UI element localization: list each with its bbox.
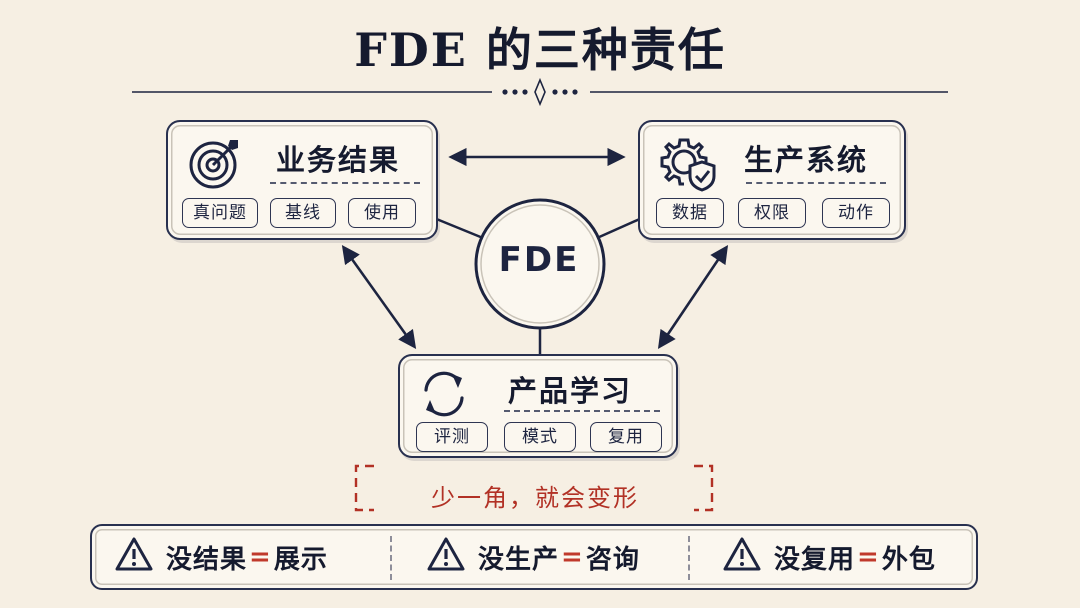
chip-baseline: 基线 [270, 198, 336, 228]
equals-sign: = [249, 542, 272, 572]
summary-outcome: 咨询 [585, 544, 640, 575]
card-production-system: 生产系统 数据 权限 动作 [638, 120, 906, 240]
fde-center-node [474, 198, 606, 330]
warning-icon [114, 536, 154, 579]
card-title-production: 生产系统 [744, 143, 869, 177]
summary-item-production: 没生产=咨询 [426, 526, 640, 588]
card-product-learning: 产品学习 评测 模式 复用 [398, 354, 678, 458]
page-title: FDE 的三种责任 [354, 23, 726, 77]
warning-icon [426, 536, 466, 579]
summary-separator [688, 536, 690, 580]
chip-evaluation: 评测 [416, 422, 488, 452]
chip-actions: 动作 [822, 198, 890, 228]
warning-brackets [354, 464, 714, 512]
warning-icon [722, 536, 762, 579]
summary-condition: 没复用 [774, 544, 856, 575]
center-label: FDE [498, 240, 580, 280]
refresh-icon [416, 366, 472, 426]
summary-condition: 没生产 [478, 544, 560, 575]
equals-sign: = [857, 542, 880, 572]
card-divider [504, 410, 660, 412]
card-title-product: 产品学习 [508, 374, 633, 408]
arrow-production-product [657, 244, 729, 350]
card-business-results: 业务结果 真问题 基线 使用 [166, 120, 438, 240]
title-divider [132, 77, 948, 107]
chip-permissions: 权限 [738, 198, 806, 228]
summary-bar: 没结果=展示 没生产=咨询 没复用=外包 [90, 524, 978, 590]
equals-sign: = [561, 542, 584, 572]
summary-separator [390, 536, 392, 580]
chip-real-problem: 真问题 [182, 198, 258, 228]
chip-data: 数据 [656, 198, 724, 228]
card-divider [746, 182, 886, 184]
chip-reuse: 复用 [590, 422, 662, 452]
chip-usage: 使用 [348, 198, 416, 228]
arrow-business-product [341, 245, 417, 349]
summary-condition: 没结果 [166, 544, 248, 575]
warning-text: 少一角，就会变形 [431, 484, 639, 512]
target-icon [186, 134, 244, 196]
summary-outcome: 展示 [273, 544, 328, 575]
gear-shield-icon [658, 132, 720, 198]
summary-item-reuse: 没复用=外包 [722, 526, 936, 588]
summary-item-results: 没结果=展示 [114, 526, 328, 588]
summary-outcome: 外包 [881, 544, 936, 575]
chip-patterns: 模式 [504, 422, 576, 452]
relationship-arrows [341, 147, 729, 350]
card-title-business: 业务结果 [276, 143, 401, 177]
card-divider [270, 182, 420, 184]
